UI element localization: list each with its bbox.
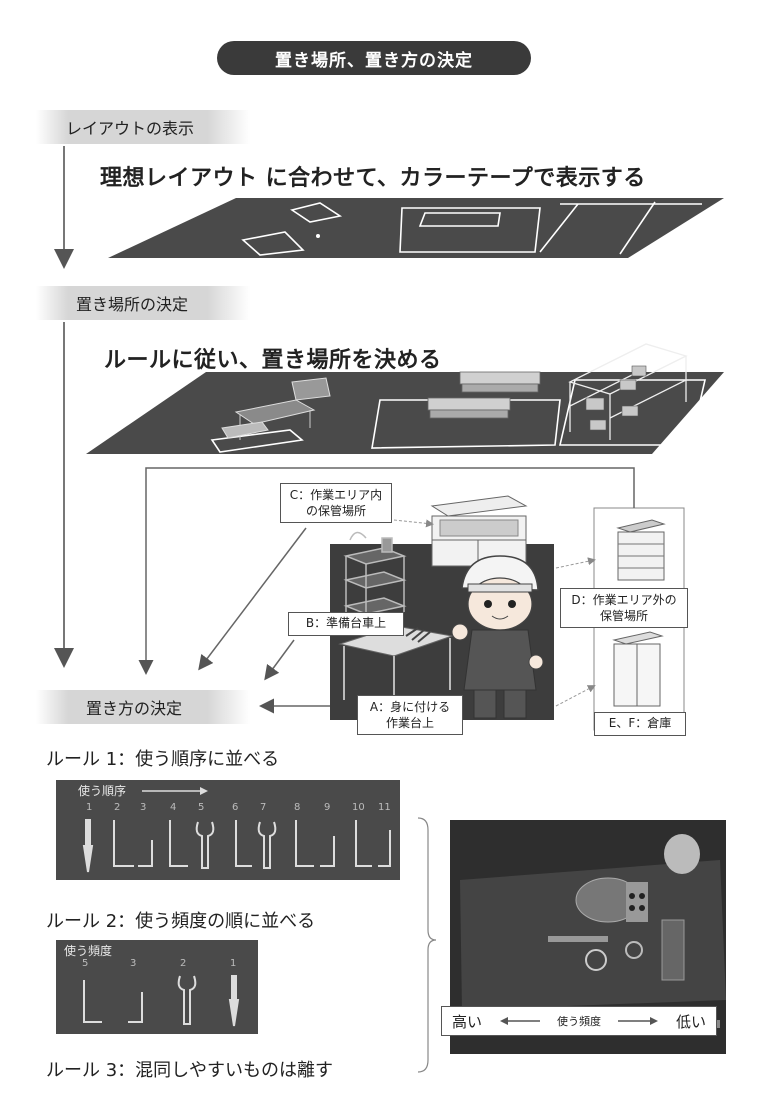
- order-number: 4: [170, 802, 177, 813]
- rule-3: ルール 3：混同しやすいものは離す: [46, 1060, 333, 1081]
- callout-a-line1: A：身に付ける: [369, 700, 451, 714]
- legend-low: 低い: [675, 1012, 706, 1031]
- step-layout-label: レイアウトの表示: [36, 110, 250, 144]
- frequency-number: 1: [230, 958, 237, 969]
- headline-layout: 理想レイアウト に合わせて、カラーテープで表示する: [100, 166, 646, 191]
- order-number: 10: [352, 802, 365, 813]
- arrow-left-icon: [499, 1017, 540, 1025]
- frequency-strip-label: 使う頻度: [64, 944, 113, 958]
- callout-ef: E、F：倉庫: [594, 712, 686, 736]
- workbench-a-illustration: [338, 625, 454, 710]
- callout-d-line1: D：作業エリア外の: [571, 593, 677, 607]
- headline-place: ルールに従い、置き場所を決める: [104, 348, 442, 373]
- order-tool-strip: 使う順序 1 2 3 4 5 6 7 8 9 10 11: [56, 780, 400, 880]
- order-number: 6: [232, 802, 239, 813]
- order-number: 3: [140, 802, 147, 813]
- legend-mid: 使う頻度: [556, 1015, 601, 1028]
- rule-1: ルール 1：使う順序に並べる: [46, 749, 280, 770]
- callout-c: C：作業エリア内 の保管場所: [280, 483, 392, 523]
- order-number: 2: [114, 802, 121, 813]
- order-arrow-icon: [142, 787, 208, 795]
- order-number: 1: [86, 802, 93, 813]
- legend-high: 高い: [452, 1012, 483, 1031]
- callout-a: A：身に付ける 作業台上: [357, 695, 463, 735]
- page-title: 置き場所、置き方の決定: [217, 41, 531, 75]
- frequency-number: 2: [180, 958, 187, 969]
- callout-c-line2: の保管場所: [305, 504, 366, 518]
- cabinet-c-illustration: [430, 495, 528, 567]
- rules-bracket: [417, 817, 437, 1073]
- cart-b-illustration: [343, 531, 407, 624]
- frequency-tool-strip: 使う頻度 5 3 2 1: [56, 940, 258, 1034]
- callout-b: B：準備台車上: [288, 612, 404, 636]
- frequency-number: 3: [130, 958, 137, 969]
- frequency-tools: [83, 975, 240, 1027]
- floor-layout-plane: [108, 198, 724, 258]
- callout-d-line2: 保管場所: [599, 609, 648, 623]
- step-method-label: 置き方の決定: [36, 690, 250, 724]
- order-tools: [82, 819, 391, 873]
- frequency-legend: 高い 使う頻度 低い: [441, 1006, 717, 1036]
- order-number: 5: [198, 802, 205, 813]
- callout-a-line2: 作業台上: [385, 716, 434, 730]
- cabinet-ef-illustration: [612, 631, 664, 707]
- flow-connectors: [138, 467, 635, 714]
- order-number: 11: [378, 802, 391, 813]
- step-place-label: 置き場所の決定: [36, 286, 250, 320]
- order-number: 7: [260, 802, 267, 813]
- rule-2: ルール 2：使う頻度の順に並べる: [46, 911, 316, 932]
- order-number: 9: [324, 802, 331, 813]
- callout-c-line1: C：作業エリア内: [289, 488, 383, 502]
- frequency-number: 5: [82, 958, 89, 969]
- floor-place-plane: [86, 343, 724, 454]
- arrow-right-icon: [618, 1017, 659, 1025]
- shelf-d-illustration: [593, 507, 685, 731]
- worker-illustration: [451, 555, 544, 719]
- order-number: 8: [294, 802, 301, 813]
- order-strip-label: 使う順序: [78, 784, 127, 798]
- callout-d: D：作業エリア外の 保管場所: [560, 588, 688, 628]
